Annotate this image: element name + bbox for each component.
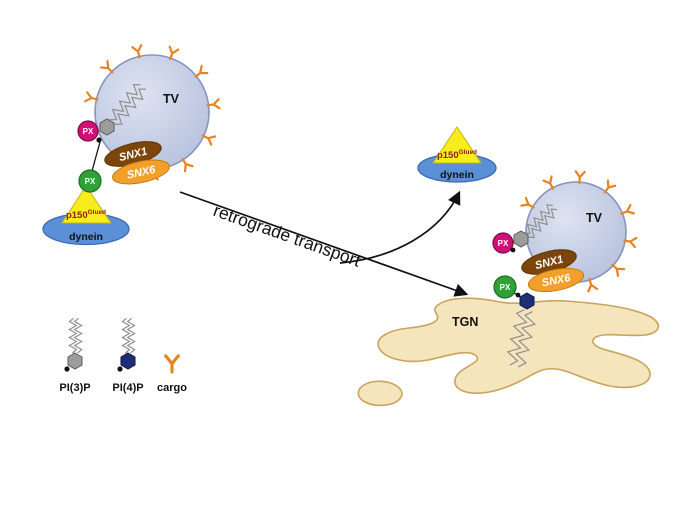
- legend: PI(3)P PI(4)P cargo: [59, 317, 187, 394]
- px-label-pink-left: PX: [83, 127, 94, 136]
- retrograde-transport-arrow: [179, 191, 469, 297]
- dynein-release-arrow: [339, 190, 461, 264]
- lipid-anchor-dot: [64, 366, 70, 372]
- snx6-bar-domain: SNX6: [112, 159, 170, 185]
- pi3p-legend-icon: [67, 352, 83, 370]
- dynein-label: dynein: [440, 169, 474, 181]
- cargo-legend-icon: [164, 354, 180, 374]
- lipid-anchor-dot: [117, 366, 123, 372]
- px-linker-line: [91, 141, 101, 172]
- pi3p-head-icon: [99, 118, 115, 136]
- p150-text: p150: [66, 210, 88, 221]
- lipid-anchor-dot: [515, 292, 521, 298]
- transport-arrows: retrograde transport: [179, 190, 469, 297]
- released-dynein-complex: p150Glued dynein: [417, 126, 497, 183]
- retrograde-transport-label: retrograde transport: [211, 200, 364, 271]
- pi4p-legend-icon: [120, 352, 136, 370]
- pi4p-legend-label: PI(4)P: [112, 382, 143, 394]
- cargo-legend-label: cargo: [157, 382, 187, 394]
- px-label-green-left: PX: [85, 177, 96, 186]
- cargo-legend-group: [164, 354, 180, 374]
- dynein-label: dynein: [69, 231, 103, 243]
- p150-glued-label: p150Glued: [66, 209, 106, 221]
- pi3p-legend-chains-icon: [68, 317, 83, 354]
- p150-superscript: Glued: [459, 149, 477, 156]
- snx6-px-domain: [493, 275, 517, 299]
- p150-superscript: Glued: [88, 209, 106, 216]
- left-transport-vesicle: TV: [84, 44, 221, 181]
- lipid-anchor-dot: [96, 137, 102, 143]
- px-label-green-right: PX: [500, 283, 511, 292]
- tv-label-left: TV: [163, 92, 180, 106]
- snx6-oval: [527, 267, 585, 293]
- pi3p-head-icon: [513, 230, 529, 248]
- snx6-oval: [112, 159, 170, 185]
- tgn-tubule: [357, 380, 403, 407]
- p150-glued-triangle: [432, 126, 482, 164]
- tgn-label: TGN: [452, 315, 478, 329]
- snx6-label: SNX6: [126, 164, 157, 182]
- snx6-label: SNX6: [541, 272, 572, 289]
- snx1-px-domain: [77, 120, 99, 142]
- lipid-anchor-dot: [510, 247, 516, 253]
- snx6-px-domain: [78, 169, 102, 193]
- left-snx-complex: p150Glued dynein SNX1 SNX6 PX PX: [42, 118, 170, 246]
- pi4p-head-icon: [519, 292, 535, 310]
- pi3p-legend-label: PI(3)P: [59, 382, 90, 394]
- snx6-bar-domain: SNX6: [527, 267, 585, 293]
- snx1-px-domain: [492, 232, 514, 254]
- px-label-pink-right: PX: [498, 239, 509, 248]
- right-snx-complex: SNX1 SNX6 PX PX: [492, 230, 585, 370]
- tv-label-right: TV: [586, 211, 603, 225]
- pi4p-legend-chains-icon: [121, 317, 136, 354]
- p150-glued-triangle: [61, 185, 112, 224]
- p150-text: p150: [437, 150, 459, 161]
- p150-glued-label: p150Glued: [437, 149, 477, 161]
